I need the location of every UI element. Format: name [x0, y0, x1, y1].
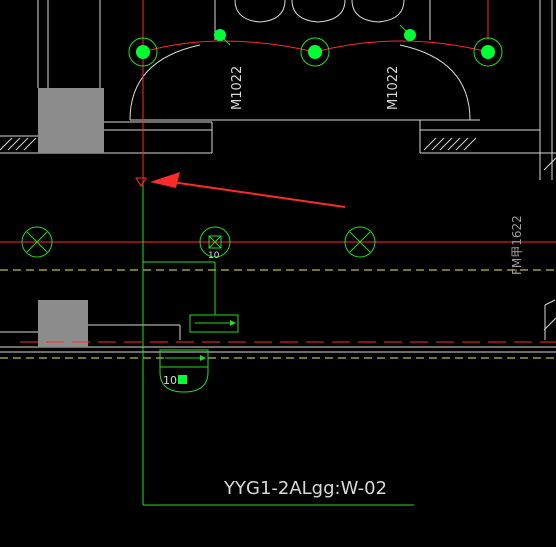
yellow-dashed-lines	[0, 269, 556, 359]
column-block-lower	[38, 300, 88, 347]
circuit-label: YYG1-2ALgg:W-02	[223, 478, 387, 499]
red-arrow-annotation[interactable]	[135, 172, 346, 208]
ceiling-lights	[128, 29, 503, 67]
green-wiring	[142, 24, 414, 506]
lower-light-marker	[178, 375, 187, 384]
wall-lines	[0, 0, 556, 353]
column-block-upper	[38, 88, 104, 153]
door-label-right: M1022	[386, 66, 401, 110]
wall-hatch	[0, 137, 556, 331]
light-number-lower: 10	[163, 374, 177, 387]
cross-lights	[21, 226, 376, 258]
green-box-arrow-lower	[200, 355, 206, 361]
fire-door-label: FM甲1622	[510, 215, 524, 275]
light-number-upper: 10	[208, 251, 220, 261]
door-label-left: M1022	[230, 66, 245, 110]
green-box-arrow-upper	[230, 320, 236, 326]
red-wiring	[0, 0, 556, 343]
